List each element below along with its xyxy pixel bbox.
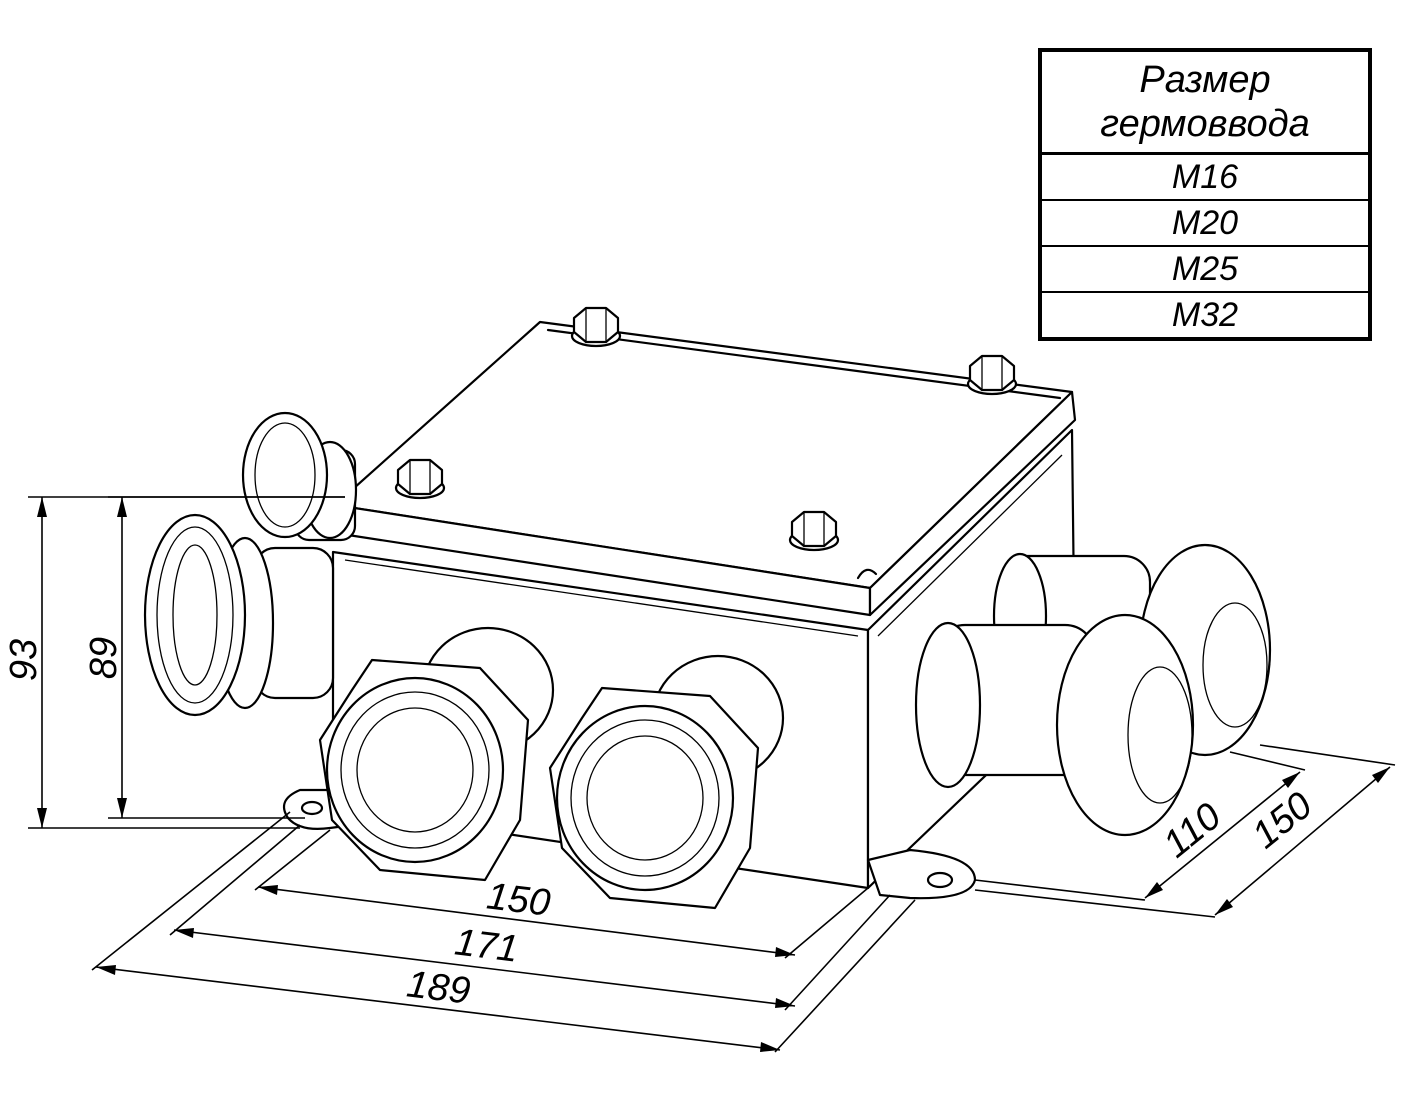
gland-size-table: Размер гермоввода M16 M20 M25 M32 <box>1038 48 1372 341</box>
height-dimensions: 93 89 <box>3 496 345 829</box>
bolt-icon <box>570 306 622 348</box>
bolt-icon <box>788 510 840 552</box>
cable-gland-left-front <box>143 513 335 717</box>
dimension-width-inner: 150 <box>484 875 552 924</box>
dimension-width-mid: 171 <box>452 921 520 970</box>
width-dimensions: 150 171 189 <box>91 811 916 1053</box>
table-row: M16 <box>1042 155 1368 201</box>
cable-gland-front-right <box>548 654 785 910</box>
dimension-height-inner: 89 <box>83 637 125 679</box>
table-row: M32 <box>1171 295 1239 334</box>
bolt-icon <box>966 354 1018 396</box>
table-row: M20 <box>1042 201 1368 247</box>
table-header-line2: гермоввода <box>1100 103 1310 145</box>
dimension-width-outer: 189 <box>404 963 472 1012</box>
cable-gland-left-back <box>241 411 358 542</box>
dimension-height-outer: 93 <box>3 639 45 681</box>
lid-right-rim <box>868 390 1077 617</box>
bolt-icon <box>394 458 446 500</box>
cable-gland-front-left <box>318 626 555 882</box>
dimension-depth-outer: 150 <box>1245 784 1321 857</box>
table-row: M25 <box>1042 247 1368 293</box>
cable-gland-right-front <box>914 613 1195 837</box>
table-header: Размер гермоввода <box>1042 52 1368 155</box>
table-header-line1: Размер <box>1139 59 1271 101</box>
lid-bolts <box>394 306 1018 552</box>
mounting-foot-right <box>866 848 977 900</box>
